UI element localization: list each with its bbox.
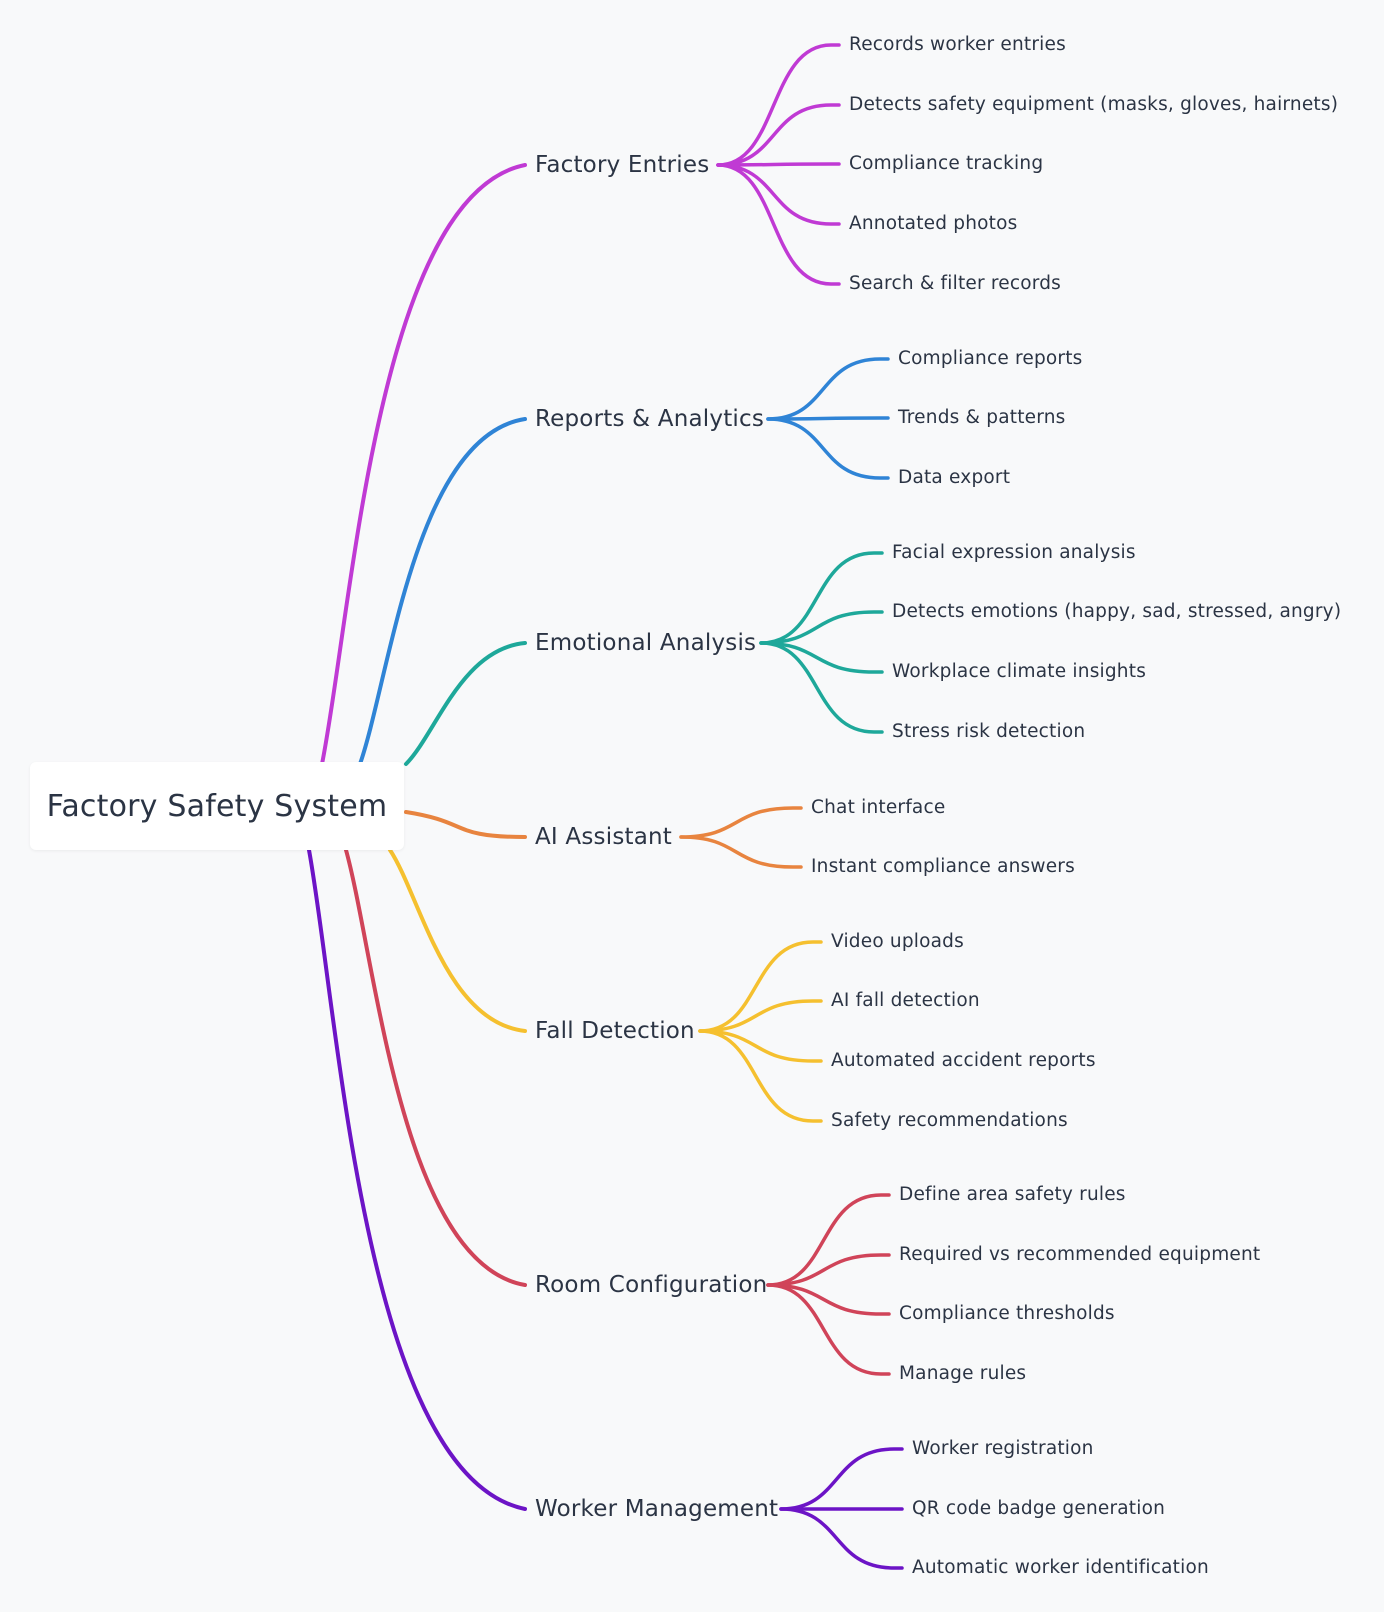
leaf-workplace-climate-insights[interactable]: Workplace climate insights xyxy=(892,661,1147,682)
leaf-detects-safety-equipment-masks-gloves-hairnets[interactable]: Detects safety equipment (masks, gloves,… xyxy=(849,94,1339,115)
branch-ai-assistant[interactable]: AI Assistant xyxy=(535,824,673,850)
leaf-chat-interface[interactable]: Chat interface xyxy=(811,797,946,818)
leaf-compliance-reports[interactable]: Compliance reports xyxy=(898,348,1083,369)
connector-room-configuration-leaf xyxy=(766,1283,891,1316)
leaf-stress-risk-detection[interactable]: Stress risk detection xyxy=(892,721,1086,742)
leaf-compliance-tracking[interactable]: Compliance tracking xyxy=(849,153,1044,174)
leaf-detects-emotions-happy-sad-stressed-angry[interactable]: Detects emotions (happy, sad, stressed, … xyxy=(892,601,1342,622)
connector-factory-entries-leaf xyxy=(716,163,841,226)
leaf-data-export[interactable]: Data export xyxy=(898,467,1011,488)
connector-room-configuration-leaf xyxy=(766,1283,891,1376)
leaf-search-filter-records[interactable]: Search & filter records xyxy=(849,273,1061,294)
connector-reports-analytics-leaf xyxy=(766,416,890,421)
connector-factory-entries-leaf xyxy=(716,162,841,167)
leaf-video-uploads[interactable]: Video uploads xyxy=(831,931,964,952)
connector-ai-assistant-leaf xyxy=(679,835,803,869)
connector-fall-detection-leaf xyxy=(698,1029,823,1123)
leaf-automatic-worker-identification[interactable]: Automatic worker identification xyxy=(912,1557,1209,1578)
leaf-facial-expression-analysis[interactable]: Facial expression analysis xyxy=(892,542,1136,563)
connector-reports-analytics-leaf xyxy=(766,417,890,480)
branch-room-configuration[interactable]: Room Configuration xyxy=(535,1272,768,1298)
leaf-compliance-thresholds[interactable]: Compliance thresholds xyxy=(899,1303,1115,1324)
branch-factory-entries[interactable]: Factory Entries xyxy=(535,152,710,178)
connector-ai-assistant-leaf xyxy=(679,806,803,839)
connector-fall-detection-leaf xyxy=(698,1029,823,1063)
connector-root-fall-detection xyxy=(388,848,527,1033)
connector-fall-detection-leaf xyxy=(698,999,823,1033)
branch-emotional-analysis[interactable]: Emotional Analysis xyxy=(535,630,757,656)
leaf-automated-accident-reports[interactable]: Automated accident reports xyxy=(831,1050,1096,1071)
connector-root-factory-entries xyxy=(320,163,527,766)
connector-factory-entries-leaf xyxy=(716,163,841,286)
connector-root-worker-management xyxy=(307,848,527,1511)
connector-root-emotional-analysis xyxy=(404,641,527,766)
connector-root-ai-assistant xyxy=(404,810,527,839)
leaf-safety-recommendations[interactable]: Safety recommendations xyxy=(831,1110,1068,1131)
connector-worker-management-leaf xyxy=(779,1507,904,1570)
connector-root-reports-analytics xyxy=(358,417,527,766)
leaf-trends-patterns[interactable]: Trends & patterns xyxy=(898,407,1066,428)
connector-worker-management-leaf xyxy=(779,1447,904,1511)
leaf-records-worker-entries[interactable]: Records worker entries xyxy=(849,34,1066,55)
leaf-qr-code-badge-generation[interactable]: QR code badge generation xyxy=(912,1498,1166,1519)
connector-emotional-analysis-leaf xyxy=(759,551,884,645)
leaf-required-vs-recommended-equipment[interactable]: Required vs recommended equipment xyxy=(899,1244,1261,1265)
leaf-annotated-photos[interactable]: Annotated photos xyxy=(849,213,1018,234)
connector-emotional-analysis-leaf xyxy=(759,610,884,645)
leaf-ai-fall-detection[interactable]: AI fall detection xyxy=(831,990,980,1011)
branch-worker-management[interactable]: Worker Management xyxy=(535,1496,779,1522)
connector-room-configuration-leaf xyxy=(766,1193,891,1287)
leaf-instant-compliance-answers[interactable]: Instant compliance answers xyxy=(811,856,1075,877)
root-node[interactable]: Factory Safety System xyxy=(30,762,404,850)
connector-factory-entries-leaf xyxy=(716,43,841,167)
connector-factory-entries-leaf xyxy=(716,103,841,167)
branch-reports-analytics[interactable]: Reports & Analytics xyxy=(535,406,765,432)
leaf-define-area-safety-rules[interactable]: Define area safety rules xyxy=(899,1184,1126,1205)
leaf-manage-rules[interactable]: Manage rules xyxy=(899,1363,1027,1384)
leaf-worker-registration[interactable]: Worker registration xyxy=(912,1438,1094,1459)
root-label: Factory Safety System xyxy=(46,788,388,824)
connector-emotional-analysis-leaf xyxy=(759,641,884,734)
connector-reports-analytics-leaf xyxy=(766,357,890,421)
connector-room-configuration-leaf xyxy=(766,1253,891,1287)
connector-emotional-analysis-leaf xyxy=(759,641,884,674)
connector-root-room-configuration xyxy=(344,848,527,1287)
branch-fall-detection[interactable]: Fall Detection xyxy=(535,1018,695,1044)
connector-fall-detection-leaf xyxy=(698,940,823,1033)
